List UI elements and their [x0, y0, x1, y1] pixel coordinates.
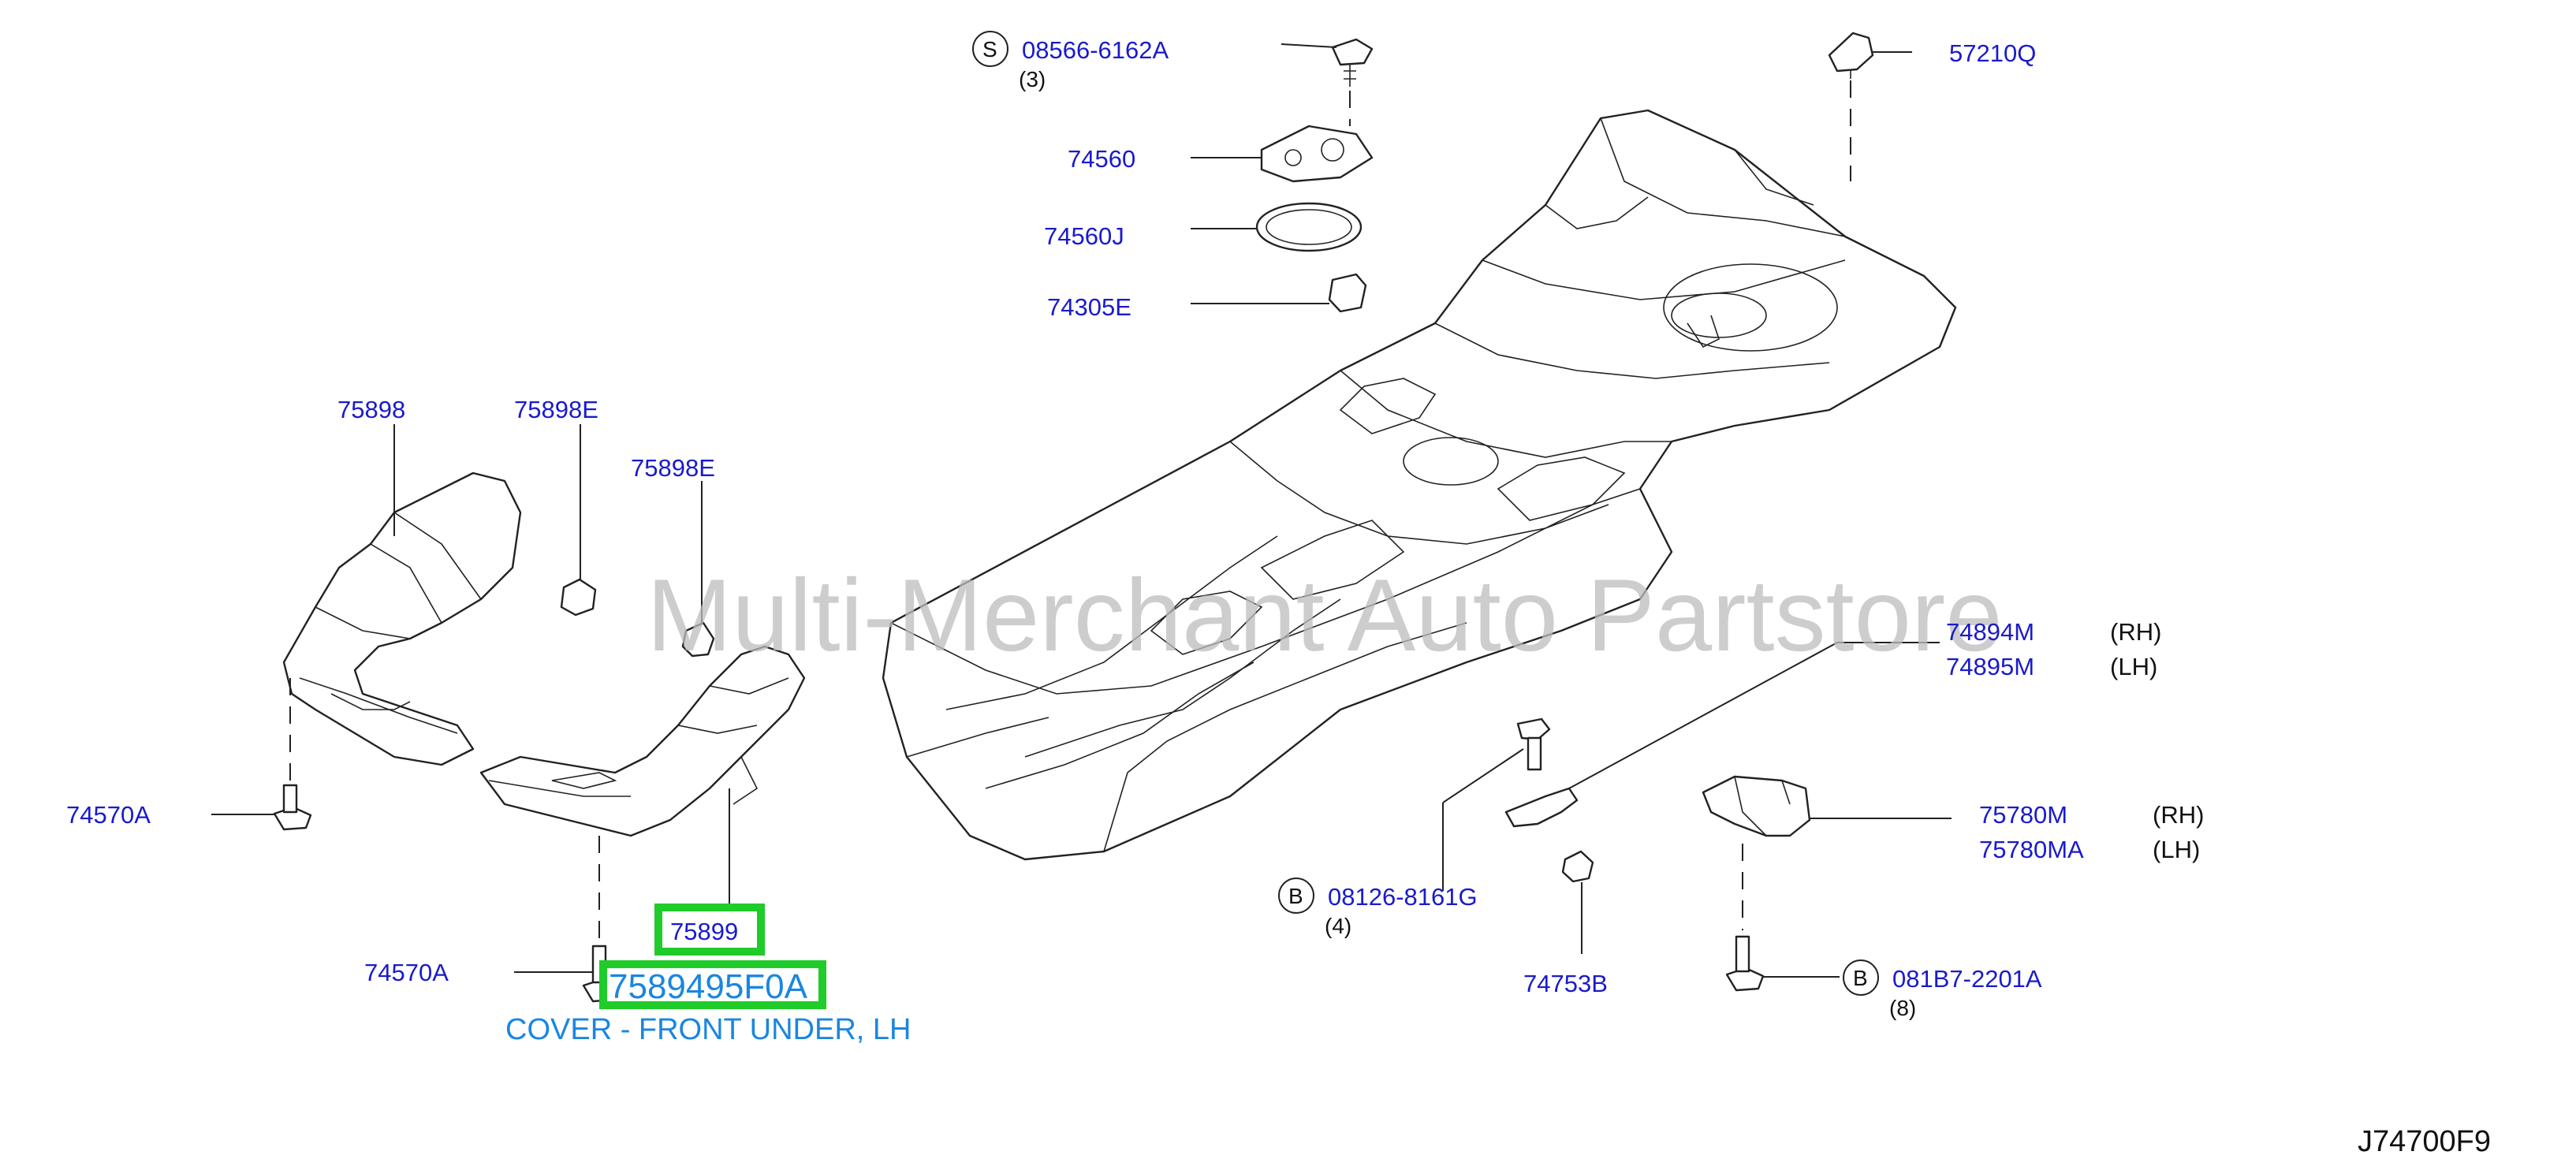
prefix-circle-s — [972, 31, 1008, 67]
bolt-081B7-drawing — [1725, 935, 1765, 992]
label-75898E-a[interactable]: 75898E — [514, 396, 598, 423]
bracket-75780M-drawing — [1702, 775, 1811, 837]
prefix-circle-b2 — [1843, 959, 1879, 996]
clip-08566-drawing — [1331, 38, 1374, 87]
label-74570A-b[interactable]: 74570A — [364, 959, 449, 986]
side-74894M: (RH) — [2110, 618, 2161, 646]
label-74570A-a[interactable]: 74570A — [66, 801, 151, 829]
leader-lines — [211, 43, 1952, 978]
label-75780M[interactable]: 75780M — [1979, 801, 2067, 829]
label-74895M[interactable]: 74895M — [1946, 653, 2034, 680]
label-081B7-2201A[interactable]: 081B7-2201A — [1892, 965, 2042, 993]
label-08126-8161G[interactable]: 08126-8161G — [1328, 883, 1478, 911]
qty-08566: (3) — [1019, 67, 1046, 91]
label-75898[interactable]: 75898 — [337, 396, 405, 423]
side-75780M: (RH) — [2153, 801, 2204, 829]
bracket-74894M-drawing — [1504, 787, 1579, 828]
clip-74305E-drawing — [1328, 273, 1367, 313]
side-74895M: (LH) — [2110, 653, 2157, 680]
label-74753B[interactable]: 74753B — [1523, 970, 1608, 997]
prefix-circle-b1 — [1278, 878, 1314, 914]
prefix-b1: B — [1288, 884, 1303, 908]
label-08566-6162A[interactable]: 08566-6162A — [1022, 36, 1169, 64]
qty-081B7: (8) — [1889, 996, 1916, 1020]
clip-75898E-a-drawing — [560, 578, 597, 617]
label-74305E[interactable]: 74305E — [1047, 293, 1131, 321]
label-74560J[interactable]: 74560J — [1044, 222, 1124, 250]
side-75780MA: (LH) — [2153, 836, 2200, 863]
floor-panel-drawing — [882, 109, 1957, 861]
grommet-74560-drawing — [1260, 125, 1374, 183]
label-75898E-b[interactable]: 75898E — [631, 454, 715, 482]
label-74894M[interactable]: 74894M — [1946, 618, 2034, 646]
label-75780MA[interactable]: 75780MA — [1979, 836, 2084, 863]
label-75899[interactable]: 75899 — [670, 918, 738, 945]
diagram-code: J74700F9 — [2358, 1125, 2491, 1158]
label-74560[interactable]: 74560 — [1068, 145, 1135, 173]
seal-74560J-drawing — [1255, 202, 1363, 252]
clip-57210Q-drawing — [1828, 32, 1874, 79]
qty-08126: (4) — [1325, 914, 1351, 938]
full-part-number[interactable]: 7589495F0A — [609, 967, 808, 1006]
bolt-08126-drawing — [1516, 717, 1551, 771]
prefix-s: S — [982, 37, 997, 61]
prefix-b2: B — [1853, 966, 1868, 990]
watermark-text: Multi-Merchant Auto Partstore — [647, 557, 2003, 673]
front-under-cover-lh-drawing — [479, 645, 806, 837]
part-description: COVER - FRONT UNDER, LH — [505, 1013, 911, 1046]
label-57210Q[interactable]: 57210Q — [1949, 39, 2036, 67]
nut-74753B-drawing — [1561, 850, 1594, 883]
front-under-cover-rh-drawing — [282, 471, 522, 766]
bolt-74570A-a-drawing — [273, 784, 312, 831]
clip-75898E-b-drawing — [681, 621, 715, 658]
